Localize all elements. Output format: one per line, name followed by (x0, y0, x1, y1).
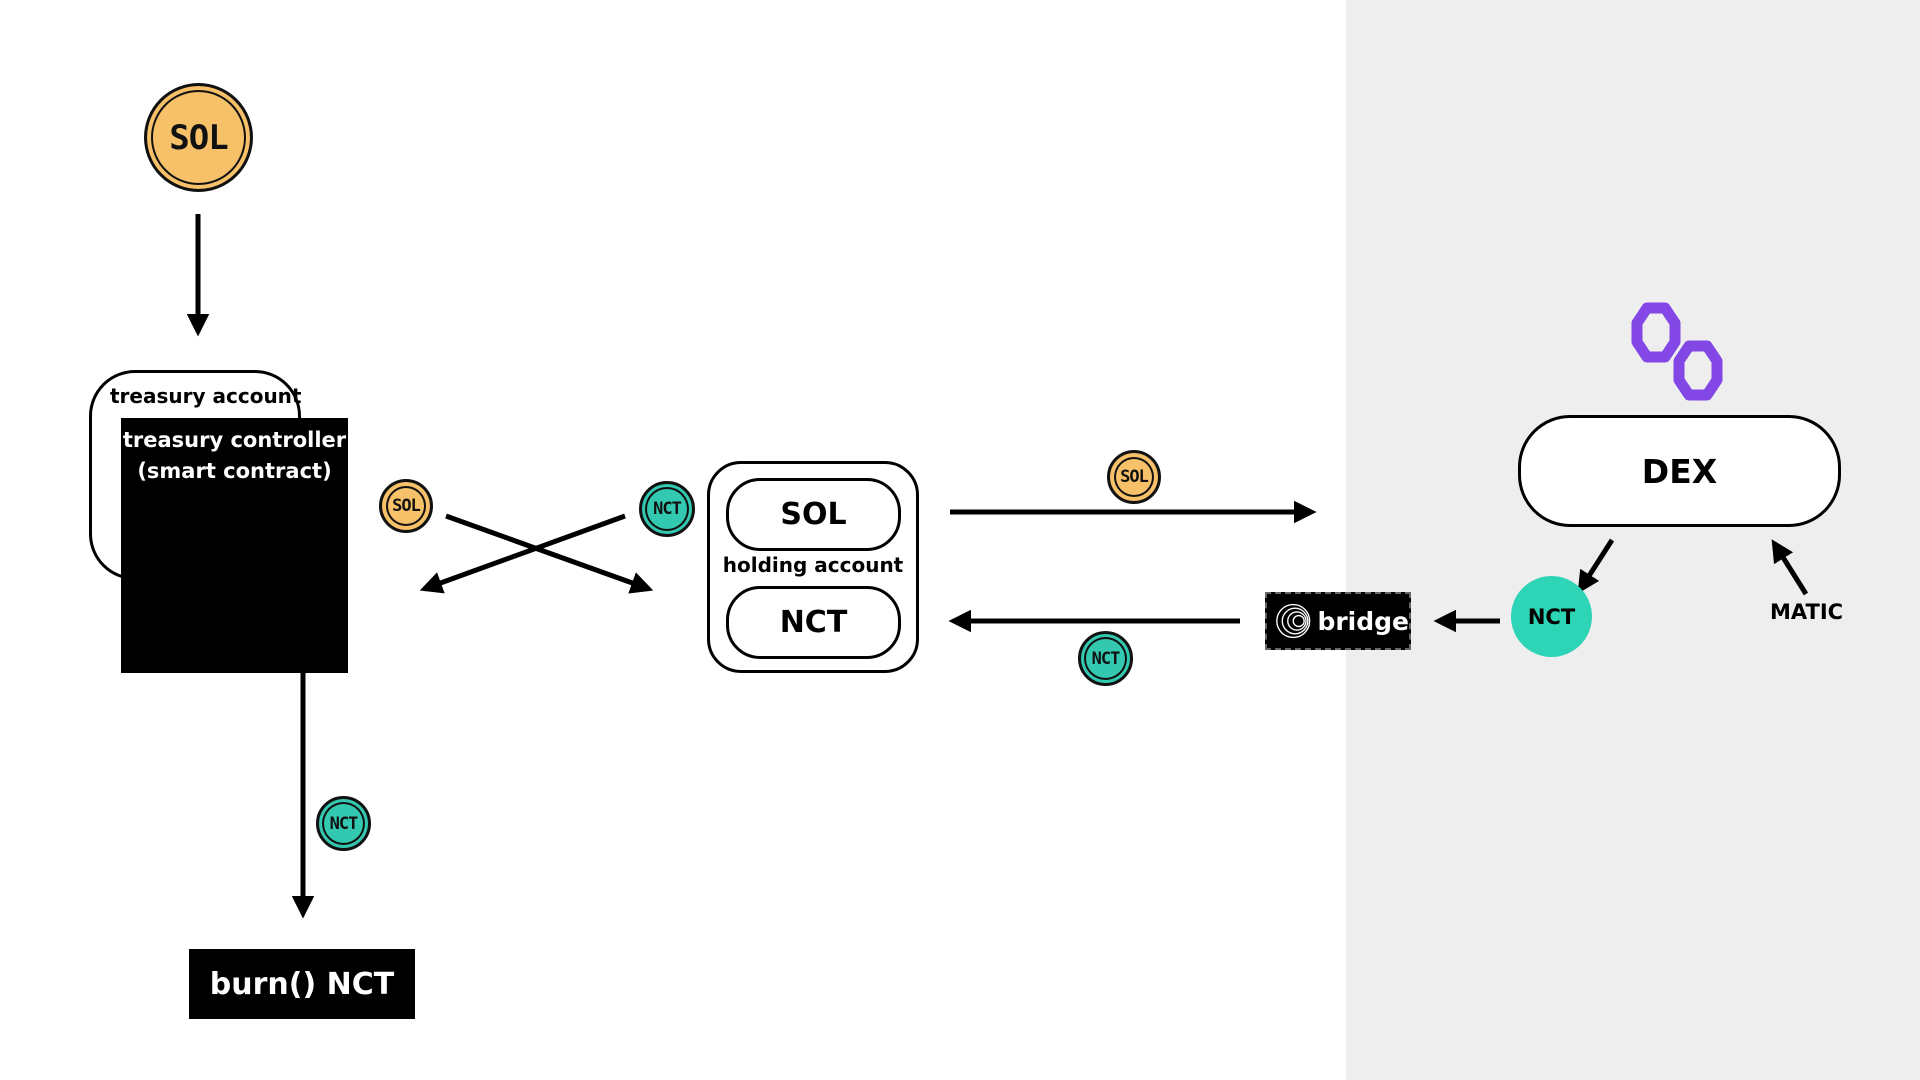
nct-coin-label: NCT (1091, 648, 1121, 669)
treasury-controller-title: treasury controller (122, 428, 347, 452)
bridge-spiral-icon (1276, 603, 1311, 639)
sol-coin-to-bridge: SOL (1107, 450, 1161, 504)
nct-token-label: NCT (1527, 604, 1576, 629)
bridge-badge: bridge (1265, 592, 1411, 650)
arrow-treasury-to-holding (445, 513, 654, 594)
holding-nct-pill: NCT (726, 586, 901, 659)
polygon-logo-icon (1631, 302, 1723, 401)
dex-label: DEX (1641, 451, 1718, 491)
arrow-holding-to-treasury (419, 513, 626, 594)
sol-coin-label: SOL (1120, 467, 1149, 487)
bridge-label: bridge (1317, 606, 1409, 636)
matic-label: MATIC (1770, 600, 1844, 624)
treasury-controller-subtitle: (smart contract) (137, 459, 332, 483)
nct-coin-holding-out: NCT (639, 481, 695, 537)
nct-coin-from-bridge: NCT (1078, 631, 1133, 686)
burn-nct-box: burn() NCT (189, 949, 415, 1019)
holding-nct-label: NCT (779, 605, 848, 640)
sol-coin-large: SOL (144, 83, 253, 192)
treasury-account-label: treasury account (110, 384, 302, 408)
burn-nct-label: burn() NCT (209, 966, 395, 1002)
sol-coin-label: SOL (392, 496, 421, 516)
nct-token-circle: NCT (1511, 576, 1592, 657)
holding-sol-pill: SOL (726, 478, 901, 551)
holding-sol-label: SOL (780, 497, 847, 532)
arrow-matic-to-dex (1771, 539, 1809, 596)
dex-box: DEX (1518, 415, 1841, 527)
nct-coin-label: NCT (329, 813, 359, 834)
arrow-dex-to-nct (1577, 538, 1615, 594)
sol-coin-label: SOL (169, 117, 228, 158)
holding-account-label: holding account (722, 553, 904, 577)
sol-coin-treasury-out: SOL (379, 479, 433, 533)
nct-coin-label: NCT (653, 499, 682, 519)
polygon-side-panel (1346, 0, 1920, 1080)
treasury-controller-box: treasury controller (smart contract) (121, 418, 348, 673)
nct-coin-to-burn: NCT (316, 796, 371, 851)
